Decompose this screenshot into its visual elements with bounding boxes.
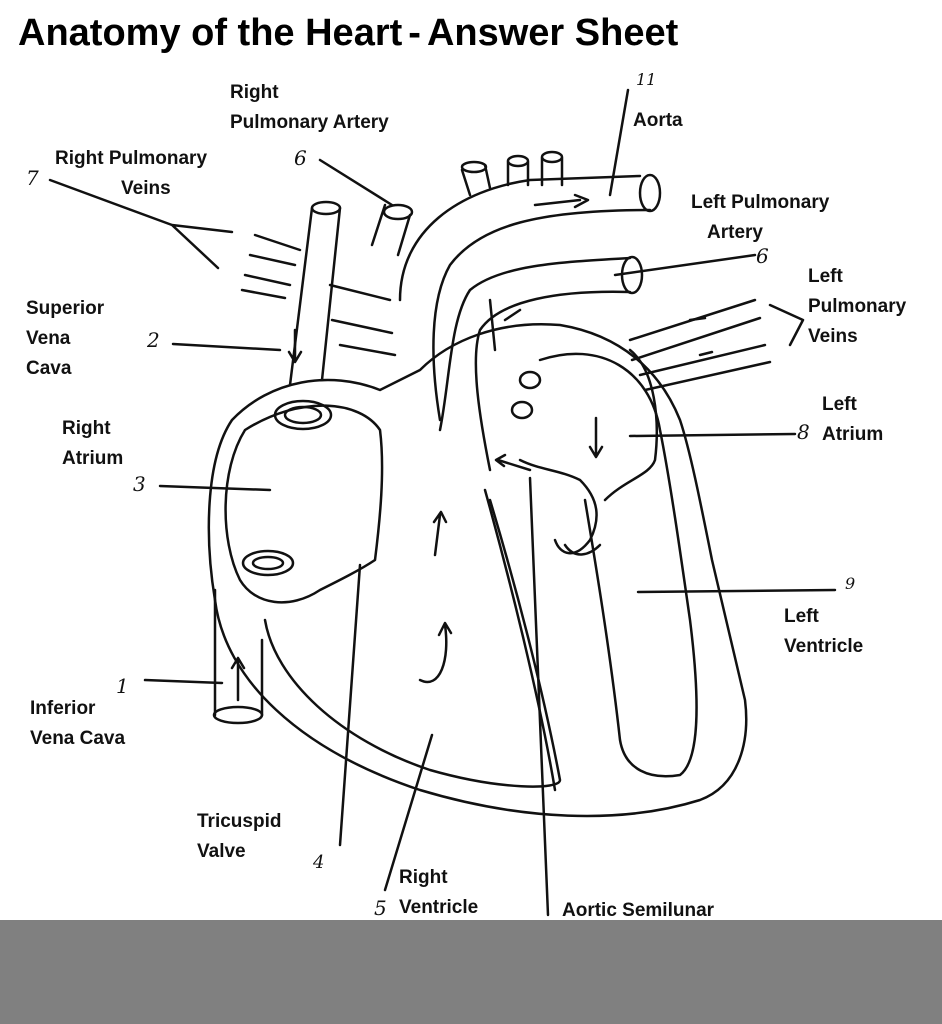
number-right-atrium: 3: [133, 472, 146, 496]
number-superior-vena-cava: 2: [147, 328, 160, 352]
leader-aorta: [608, 88, 630, 197]
right-pulmonary-artery: [370, 203, 412, 257]
label-inferior-vena-cava: Inferior Vena Cava: [30, 698, 126, 749]
septum-line: [483, 488, 557, 792]
aorta-arch: [398, 174, 642, 302]
title-main: Anatomy of the Heart: [18, 12, 403, 54]
number-tricuspid-valve: 4: [313, 852, 325, 873]
title-separator: -: [408, 12, 421, 54]
number-aorta: 11: [636, 70, 657, 89]
left-atrium-wall: [518, 458, 598, 555]
page-title: Anatomy of the Heart-Answer Sheet: [18, 12, 678, 55]
label-superior-vena-cava: Superior Vena Cava: [26, 298, 105, 379]
label-right-ventricle: Right Ventricle: [399, 867, 479, 916]
number-right-pulmonary-artery: 6: [294, 146, 307, 170]
label-left-ventricle: Left Ventricle: [784, 606, 864, 657]
left-ventricle-wall: [538, 352, 698, 778]
number-left-pulmonary-artery: 6: [756, 244, 769, 268]
label-right-pulmonary-veins: Right Pulmonary Veins: [55, 148, 208, 199]
leader-left-atrium: [628, 432, 797, 438]
leader-right-pulmonary-veins: [48, 178, 234, 270]
number-left-ventricle: 9: [845, 574, 856, 593]
right-atrium-wall: [224, 404, 384, 604]
superior-vena-cava: [288, 206, 342, 387]
leader-right-ventricle: [383, 733, 434, 892]
label-left-atrium: Left Atrium: [822, 394, 884, 445]
leader-right-pulmonary-artery: [318, 158, 394, 207]
leader-left-pulmonary-veins: [768, 303, 805, 347]
number-inferior-vena-cava: 1: [116, 674, 129, 698]
number-right-ventricle: 5: [374, 896, 387, 920]
leader-tricuspid-valve: [338, 563, 362, 847]
leader-aortic-semilunar: [528, 476, 550, 917]
label-tricuspid-valve: Tricuspid Valve: [197, 811, 282, 862]
leader-superior-vena-cava: [171, 342, 282, 352]
right-ventricle-wall: [263, 498, 562, 788]
footer-bar: [0, 920, 942, 1024]
label-left-pulmonary-artery: Left Pulmonary Artery: [691, 192, 830, 243]
leader-left-ventricle: [636, 588, 837, 594]
left-pulmonary-veins: [628, 298, 772, 392]
label-aorta: Aorta: [633, 110, 683, 131]
pulmonary-trunk: [438, 256, 632, 432]
label-right-pulmonary-artery: Right Pulmonary Artery: [230, 82, 389, 133]
leader-right-atrium: [158, 484, 272, 492]
label-right-atrium: Right Atrium: [62, 418, 124, 469]
label-left-pulmonary-veins: Left Pulmonary Veins: [808, 266, 907, 347]
label-aortic-semilunar: Aortic Semilunar: [562, 900, 715, 919]
title-sub: Answer Sheet: [426, 12, 679, 54]
number-left-atrium: 8: [797, 420, 810, 444]
number-right-pulmonary-veins: 7: [26, 166, 39, 190]
inferior-vena-cava: [213, 588, 264, 717]
leader-left-pulmonary-artery: [613, 253, 757, 277]
leader-inferior-vena-cava: [143, 678, 224, 685]
